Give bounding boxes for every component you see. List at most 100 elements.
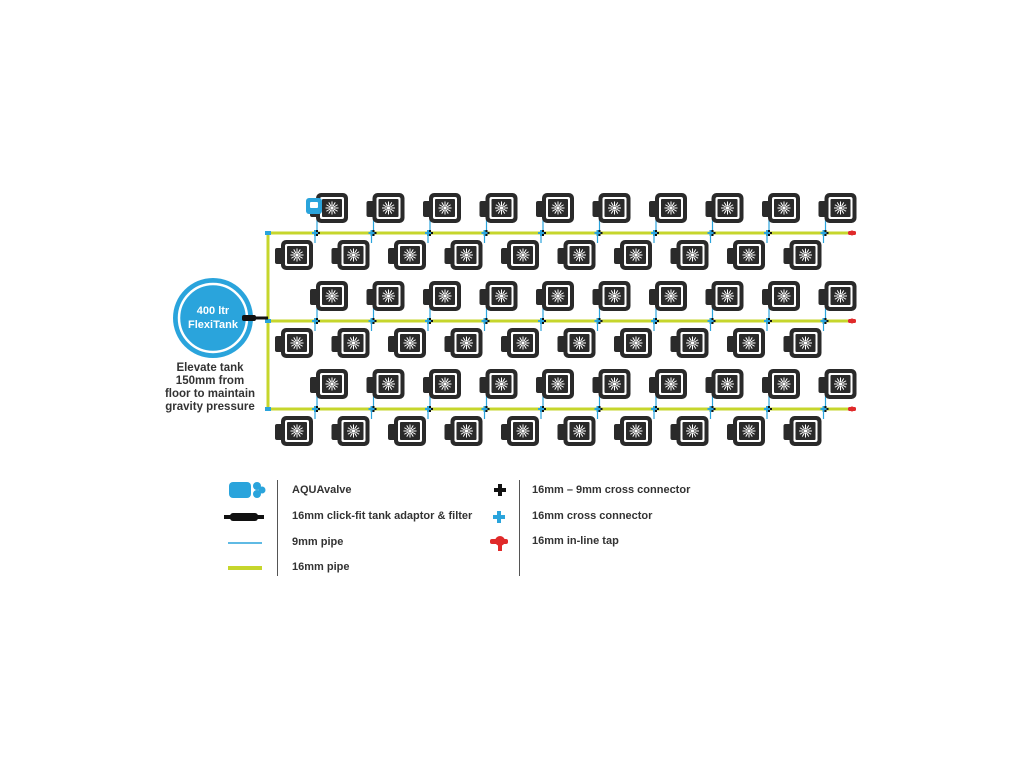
plant-center (690, 341, 695, 345)
plant-leaf (291, 431, 296, 435)
plant-leaf (693, 344, 697, 349)
plant-leaf (841, 378, 845, 383)
plant-icon (608, 201, 621, 215)
plant-icon (290, 336, 304, 350)
feeder-elbow (265, 231, 271, 235)
plant-leaf (637, 255, 642, 259)
plant-leaf (728, 384, 734, 388)
plant-leaf (297, 344, 301, 349)
plant-leaf (743, 339, 748, 343)
plant-leaf (615, 290, 619, 295)
plant-icon (495, 201, 508, 215)
plant-leaf (780, 297, 784, 302)
plant-leaf (693, 339, 699, 343)
plant-leaf (460, 431, 466, 435)
pots-layer (275, 193, 857, 446)
plant-leaf (347, 431, 353, 435)
plant-leaf (502, 204, 508, 208)
pot-lower (614, 416, 652, 446)
plant-icon (347, 424, 360, 438)
plant-leaf (608, 204, 614, 208)
plant-icon (382, 289, 395, 303)
plant-leaf (517, 343, 522, 347)
pot-lower (557, 328, 596, 358)
tap-icon (490, 536, 508, 551)
plant-leaf (784, 385, 788, 390)
plant-leaf (785, 204, 790, 208)
plant-leaf (467, 339, 473, 343)
plant-center (803, 341, 808, 345)
plant-icon (686, 424, 699, 438)
plant-leaf (495, 292, 501, 296)
plant-leaf (841, 202, 845, 207)
plant-leaf (630, 431, 635, 435)
plant-leaf (328, 290, 332, 295)
plant-leaf (686, 339, 692, 343)
plant-center (838, 294, 843, 298)
plant-leaf (801, 425, 805, 430)
plant-icon (686, 336, 699, 350)
plant-leaf (297, 256, 301, 261)
plant-leaf (347, 343, 353, 347)
plant-leaf (333, 204, 338, 208)
plant-leaf (580, 337, 584, 342)
pot-lower (501, 328, 539, 358)
plant-leaf (298, 251, 303, 255)
plant-leaf (354, 425, 358, 430)
plant-leaf (636, 249, 640, 254)
plant-leaf (439, 384, 444, 388)
plant-center (464, 253, 469, 257)
plant-leaf (728, 296, 734, 300)
plant-leaf (806, 344, 810, 349)
plant-leaf (332, 385, 336, 390)
plant-leaf (502, 202, 506, 207)
plant-leaf (467, 249, 471, 254)
plant-leaf (630, 251, 635, 255)
plant-leaf (328, 385, 332, 390)
plant-leaf (467, 425, 471, 430)
plant-center (782, 294, 786, 298)
plant-leaf (785, 296, 790, 300)
plant-leaf (615, 208, 621, 212)
plant-center (408, 253, 412, 257)
plant-leaf (523, 249, 527, 254)
pot-lower (783, 416, 822, 446)
plant-leaf (778, 208, 783, 212)
plant-leaf (297, 249, 301, 254)
plant-leaf (523, 344, 527, 349)
plant-leaf (721, 296, 727, 300)
plant-leaf (580, 343, 586, 347)
plant-leaf (806, 431, 812, 435)
plant-leaf (671, 209, 675, 214)
plant-leaf (389, 385, 393, 390)
plant-leaf (354, 339, 360, 343)
pot-upper (649, 369, 687, 399)
plant-leaf (672, 384, 677, 388)
pot-lower (331, 416, 370, 446)
plant-leaf (554, 385, 558, 390)
plant-leaf (632, 337, 636, 342)
plant-leaf (806, 251, 812, 255)
pot-upper (649, 193, 687, 223)
plant-leaf (743, 255, 748, 259)
tank-name-label: FlexiTank (188, 319, 239, 331)
plant-leaf (333, 384, 338, 388)
plant-leaf (834, 292, 840, 296)
plant-leaf (608, 384, 614, 388)
plant-center (351, 429, 356, 433)
plant-leaf (445, 378, 449, 383)
plant-leaf (784, 202, 788, 207)
plant-icon (664, 377, 678, 391)
plant-leaf (834, 204, 840, 208)
plant-leaf (688, 337, 692, 342)
plant-leaf (495, 204, 501, 208)
plant-icon (777, 377, 791, 391)
pot-lower (727, 240, 765, 270)
plant-leaf (615, 204, 621, 208)
plant-leaf (554, 297, 558, 302)
plant-leaf (502, 208, 508, 212)
cross-connector-16 (822, 318, 825, 324)
plant-icon (551, 289, 565, 303)
plant-leaf (347, 251, 353, 255)
